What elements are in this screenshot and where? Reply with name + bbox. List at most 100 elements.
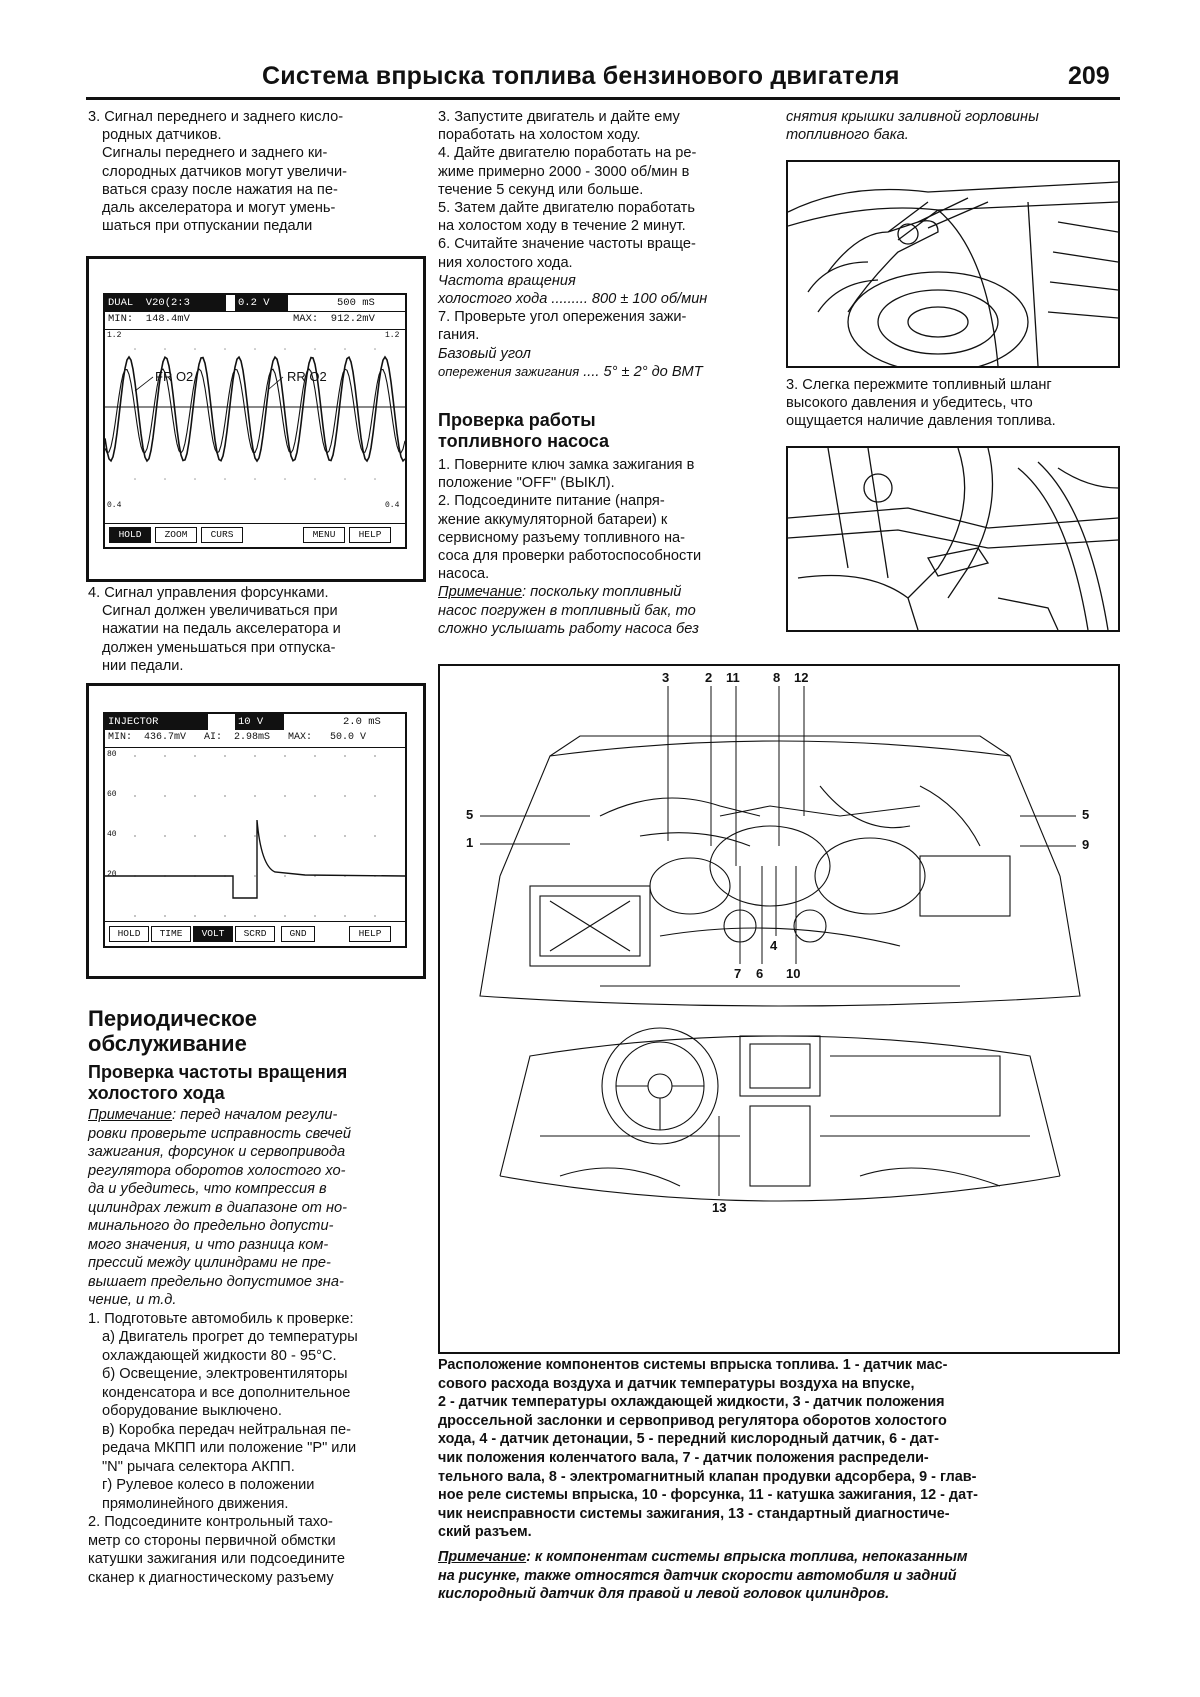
text-line: 5. Затем дайте двигателю поработать xyxy=(438,200,695,217)
label-fr-o2: FR O2 xyxy=(155,369,194,384)
text-line: топливного бака. xyxy=(786,127,909,144)
heading-line: Проверка работы xyxy=(438,410,596,430)
text-line: а) Двигатель прогрет до температуры xyxy=(102,1329,358,1345)
text-line: 6. Считайте значение частоты враще- xyxy=(438,236,696,253)
scope-hold-button[interactable]: HOLD xyxy=(109,527,151,543)
callout-4: 4 xyxy=(770,938,778,953)
divider xyxy=(105,523,405,524)
scope-help-button[interactable]: HELP xyxy=(349,926,391,942)
callout-9: 9 xyxy=(1082,837,1090,852)
spec-value-idle-speed: ......... 800 ± 100 об/мин xyxy=(551,291,708,308)
spec-value-ignition-timing: .... 5° ± 2° до ВМТ xyxy=(583,363,703,380)
text-line: оборудование выключено. xyxy=(102,1403,282,1419)
header-rule xyxy=(86,97,1120,100)
divider xyxy=(105,921,405,922)
callout-10: 10 xyxy=(786,966,801,981)
heading-line: Периодическое xyxy=(88,1006,257,1031)
figure-caption: Расположение компонентов системы впрыска… xyxy=(438,1356,1118,1604)
scope-help-button[interactable]: HELP xyxy=(349,527,391,543)
fuel-hose-illustration xyxy=(786,446,1120,632)
callout-6: 6 xyxy=(756,966,764,981)
fuel-hose-drawing xyxy=(788,448,1118,630)
text-line: ский разъем. xyxy=(438,1524,532,1541)
text-line: нажатии на педаль акселератора и xyxy=(102,621,341,638)
callout-11: 11 xyxy=(726,670,740,685)
callout-5-right: 5 xyxy=(1082,807,1090,822)
text-line: б) Освещение, электровентиляторы xyxy=(102,1366,348,1382)
scope-gnd-button[interactable]: GND xyxy=(281,926,315,942)
text-line: течение 5 секунд или больше. xyxy=(438,181,644,198)
scope-volt-div: 0.2 V xyxy=(235,295,288,311)
y-label: 1.2 xyxy=(107,331,122,340)
scope-zoom-button[interactable]: ZOOM xyxy=(155,527,197,543)
callout-5-left: 5 xyxy=(466,807,474,822)
scope-stats: MIN: 436.7mV AI: 2.98mS MAX: 50.0 V xyxy=(108,732,367,743)
page-number: 209 xyxy=(1068,62,1110,90)
fuel-filler-illustration xyxy=(786,160,1120,368)
scope-curs-button[interactable]: CURS xyxy=(201,527,243,543)
text-line: шаться при отпускании педали xyxy=(102,218,313,235)
scope-time-div: 500 mS xyxy=(337,297,375,309)
heading-line: топливного насоса xyxy=(438,431,610,451)
spec-label: Базовый угол xyxy=(438,345,531,362)
text-line: сервисному разъему топливного на- xyxy=(438,529,686,546)
text-line: положение "OFF" (ВЫКЛ). xyxy=(438,475,615,492)
note-label: Примечание xyxy=(438,1548,527,1565)
scope-menu-button[interactable]: MENU xyxy=(303,527,345,543)
fuel-filler-drawing xyxy=(788,181,1118,366)
scope-screen: DUAL V20(2:3 0.2 V 500 mS MIN: 148.4mV M… xyxy=(103,293,407,549)
text-line: 2 - датчик температуры охлаждающей жидко… xyxy=(438,1394,945,1411)
col3-continued: снятия крышки заливной горловины топливн… xyxy=(786,108,1120,144)
text-line: прямолинейного движения. xyxy=(102,1495,289,1512)
o2-waveform xyxy=(105,348,405,480)
note-label: Примечание xyxy=(438,584,523,601)
text-line: соса для проверки работоспособности xyxy=(438,548,702,565)
text-line: зажигания, форсунок и сервопривода xyxy=(88,1144,346,1160)
text-line: кислородный датчик для правой и левой го… xyxy=(438,1586,890,1603)
text-line: минального до предельно допусти- xyxy=(88,1218,334,1234)
scope-top-bar: DUAL V20(2:3 0.2 V 500 mS xyxy=(105,295,405,312)
text-line: слородных датчиков могут увеличи- xyxy=(102,163,347,180)
text-line: Сигнал должен увеличиваться при xyxy=(102,603,338,620)
scope-time-button[interactable]: TIME xyxy=(151,926,191,942)
text-line: Сигналы переднего и заднего ки- xyxy=(102,145,328,162)
col1-item3: 3. Сигнал переднего и заднего кисло- род… xyxy=(88,108,418,235)
text-line: сложно услышать работу насоса без xyxy=(438,620,699,637)
text-line: 3. Сигнал переднего и заднего кисло- xyxy=(88,109,344,125)
callout-2: 2 xyxy=(705,670,713,685)
text-line: редача МКПП или положение "P" или xyxy=(102,1440,357,1456)
text-line: прессий между цилиндрами не пре- xyxy=(88,1255,331,1271)
text-line: в) Коробка передач нейтральная пе- xyxy=(102,1421,352,1438)
scope-max: MAX: 912.2mV xyxy=(293,313,375,325)
callout-13: 13 xyxy=(712,1200,727,1215)
col2-steps: 3. Запустите двигатель и дайте ему пораб… xyxy=(438,108,768,381)
text-line: ния холостого хода. xyxy=(438,254,573,271)
text-line: чение, и т.д. xyxy=(88,1292,177,1308)
text-line: 2. Подсоедините питание (напря- xyxy=(438,493,665,510)
text-line: катушки зажигания или подсоедините xyxy=(88,1551,345,1567)
scope-scrd-button[interactable]: SCRD xyxy=(235,926,275,942)
text-line: поработать на холостом ходу. xyxy=(438,127,641,144)
scope-top-bar: INJECTOR 10 V 2.0 mS xyxy=(105,714,405,730)
col1-item4: 4. Сигнал управления форсунками. Сигнал … xyxy=(88,584,418,675)
text-line: насоса. xyxy=(438,566,490,583)
y-label: 0.4 xyxy=(385,501,400,510)
text-line: дроссельной заслонки и сервопривод регул… xyxy=(438,1412,947,1429)
scope-time-div: 2.0 mS xyxy=(343,716,381,728)
scope-hold-button[interactable]: HOLD xyxy=(109,926,149,942)
scope-volt-button[interactable]: VOLT xyxy=(193,926,233,942)
text-line: жиме примерно 2000 - 3000 об/мин в xyxy=(438,163,690,180)
text-line: ощущается наличие давления топлива. xyxy=(786,413,1056,430)
injector-waveform xyxy=(105,755,405,917)
oscilloscope-o2-sensors: DUAL V20(2:3 0.2 V 500 mS MIN: 148.4mV M… xyxy=(86,256,426,582)
y-label: 40 xyxy=(107,830,117,839)
heading-line: Проверка частоты вращения xyxy=(88,1062,348,1082)
scope-mode: DUAL V20(2:3 xyxy=(105,295,226,311)
text-line: на холостом ходу в течение 2 минут. xyxy=(438,218,686,235)
text-line: тельного вала, 8 - электромагнитный клап… xyxy=(438,1468,977,1485)
col1-note: Примечание: перед началом регули- ровки … xyxy=(88,1106,422,1587)
scope-screen: INJECTOR 10 V 2.0 mS MIN: 436.7mV AI: 2.… xyxy=(103,712,407,948)
text-line: "N" рычага селектора АКПП. xyxy=(102,1458,295,1475)
text-line: цилиндрах лежит в диапазоне от но- xyxy=(88,1199,347,1216)
note-label: Примечание xyxy=(88,1107,173,1123)
